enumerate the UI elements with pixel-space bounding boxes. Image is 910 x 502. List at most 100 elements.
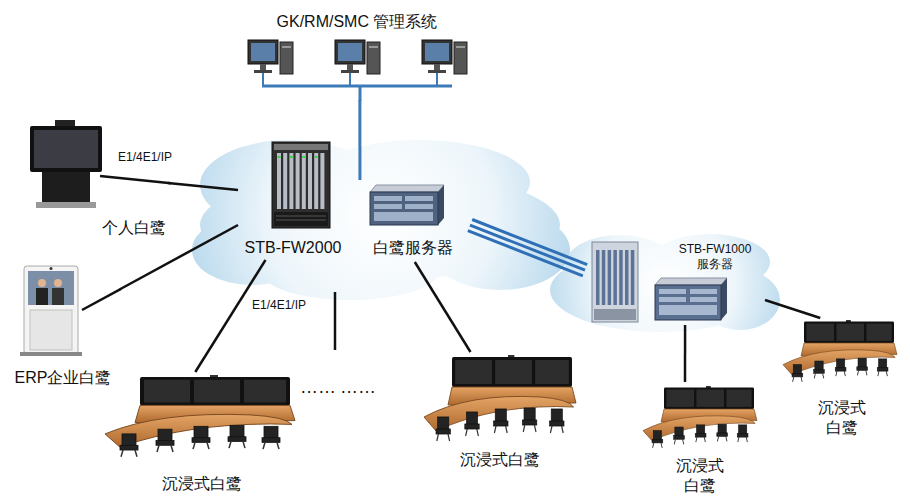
computer-icons — [248, 40, 467, 101]
kiosk-terminal — [36, 288, 48, 305]
mcu-chassis — [277, 153, 324, 209]
server-box — [659, 297, 686, 302]
mcu-chassis — [290, 156, 293, 158]
wire — [334, 292, 337, 350]
server-box — [438, 185, 444, 225]
kiosk-terminal — [20, 266, 82, 356]
mcu-chassis — [302, 156, 305, 158]
computer-icons — [422, 40, 467, 74]
mcu-chassis — [276, 216, 326, 220]
server-box — [374, 196, 433, 221]
mcu-chassis — [289, 153, 293, 209]
server-box — [655, 278, 727, 320]
mcu-chassis — [274, 212, 328, 226]
node-label: 沉浸式 白鹭 — [671, 456, 729, 496]
cloud-outline — [200, 45, 264, 95]
meeting-room: 沉浸式白鹭 — [418, 352, 582, 472]
network-cloud — [192, 140, 570, 300]
cloud-outline — [202, 26, 512, 98]
server-box — [659, 289, 717, 315]
server-box — [659, 289, 686, 294]
node-label: STB-FW1000 服务器 — [673, 242, 757, 272]
tv-terminal — [42, 172, 90, 202]
server-box — [655, 278, 727, 285]
server-box — [374, 196, 402, 201]
connector-line — [684, 325, 687, 382]
mcu-device: STB-FW2000 — [238, 138, 348, 260]
connector — [468, 220, 587, 276]
network-cloud — [550, 234, 780, 332]
wire — [100, 176, 171, 183]
server-box — [370, 185, 444, 225]
endpoint-terminal: ERP企业白鹭 — [6, 262, 120, 390]
server-box — [405, 204, 433, 209]
kiosk-terminal — [24, 266, 78, 354]
node-label: 沉浸式 白鹭 — [813, 398, 871, 438]
node-label: STB-FW2000 — [245, 238, 342, 258]
mcu-chassis — [315, 156, 318, 158]
management-cloud: GK/RM/SMC 管理系统 — [198, 2, 516, 100]
connector-line — [468, 231, 583, 276]
tv-terminal — [30, 126, 102, 172]
connector-line — [765, 300, 820, 318]
kiosk-terminal — [20, 352, 82, 356]
mcu-chassis — [296, 153, 300, 209]
mcu-chassis — [602, 250, 606, 305]
meeting-room: 沉浸式白鹭 — [98, 372, 305, 496]
endpoint-terminal: 个人白鹭 — [28, 122, 168, 240]
connector-line — [470, 225, 585, 270]
kiosk-terminal — [28, 271, 74, 305]
computer-icons — [347, 64, 353, 70]
meeting-room: 沉浸式 白鹭 — [638, 382, 762, 498]
server-box — [374, 204, 402, 209]
cloud-outline — [337, 3, 493, 65]
mcu-chassis — [594, 309, 636, 320]
computer-icons — [338, 43, 362, 61]
connector-line — [168, 183, 238, 190]
connector — [168, 183, 238, 190]
computer-icons — [425, 43, 449, 61]
connector — [765, 300, 820, 318]
mcu-chassis — [592, 242, 638, 322]
connector-line — [195, 260, 265, 372]
mcu-chassis — [276, 216, 326, 217]
computer-icons — [248, 40, 278, 64]
connector — [415, 262, 471, 352]
note-label: E1/4E1/IP — [252, 298, 306, 313]
computer-icons — [254, 70, 272, 73]
mcu-chassis — [596, 250, 600, 305]
node-label: 白鹭服务器 — [373, 238, 453, 258]
meeting-room-picture — [105, 375, 295, 457]
mcu-chassis — [278, 156, 318, 158]
connector — [684, 325, 685, 382]
mcu-chassis — [596, 250, 634, 305]
computer-icons — [456, 46, 465, 48]
mcu-chassis — [625, 250, 629, 305]
mcu-chassis — [272, 142, 330, 228]
mcu-chassis — [608, 250, 612, 305]
mcu-chassis — [308, 153, 312, 209]
computer-icons — [349, 73, 351, 86]
connector-line — [472, 220, 587, 265]
computer-icons — [436, 73, 438, 86]
computer-icons — [335, 40, 380, 74]
mcu-chassis — [619, 250, 623, 305]
kiosk-terminal — [30, 310, 72, 350]
node-label: ERP企业白鹭 — [15, 368, 112, 388]
mcu-chassis — [277, 153, 281, 209]
node-label: 沉浸式白鹭 — [162, 474, 242, 494]
kiosk-terminal — [38, 279, 46, 287]
meeting-room: 沉浸式 白鹭 — [778, 318, 906, 440]
kiosk-terminal — [50, 267, 53, 270]
computer-icons — [341, 70, 359, 73]
wire — [82, 289, 121, 310]
mcu-chassis — [320, 153, 324, 209]
connector-line — [358, 100, 361, 180]
meeting-room-picture — [643, 386, 757, 448]
mcu-chassis — [613, 250, 617, 305]
mcu-chassis — [272, 142, 330, 228]
